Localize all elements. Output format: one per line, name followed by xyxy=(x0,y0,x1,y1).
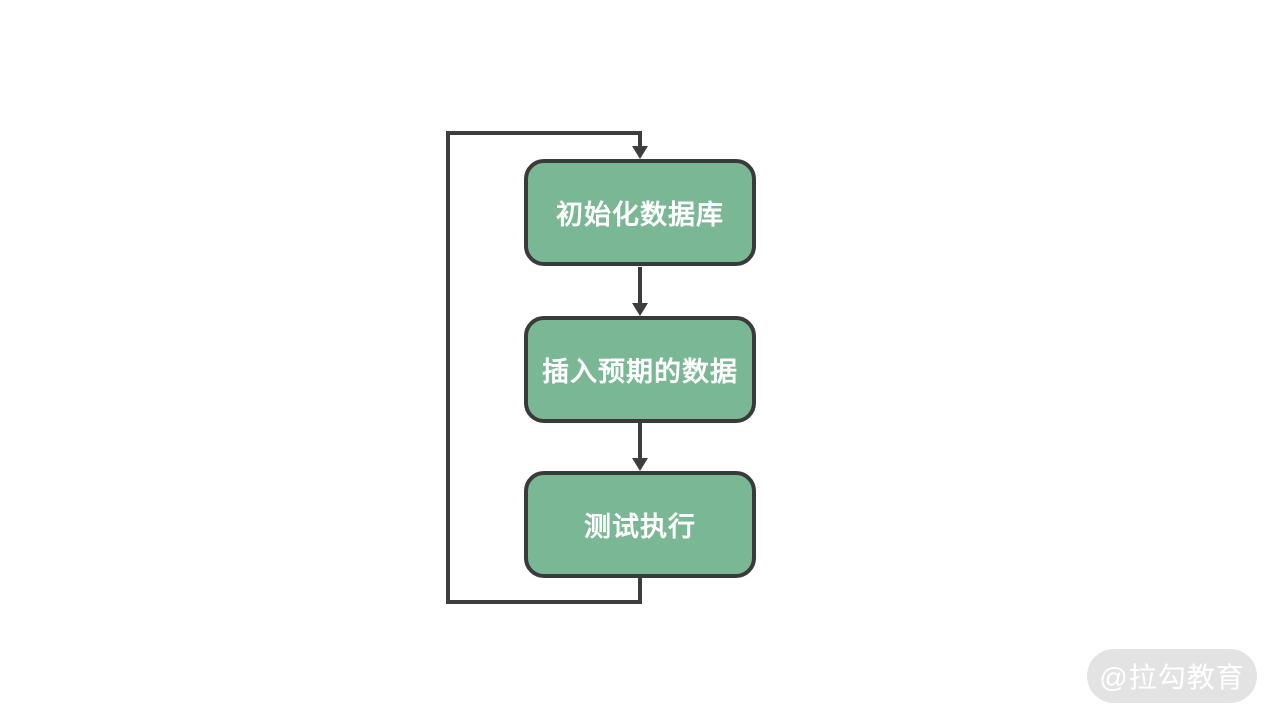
watermark-badge: @拉勾教育 xyxy=(1087,649,1257,703)
flow-node-init-db-label: 初始化数据库 xyxy=(556,200,724,230)
flow-node-insert-expected-data: 插入预期的数据 xyxy=(524,316,756,423)
watermark-text: @拉勾教育 xyxy=(1099,662,1245,693)
connector-node2-node3 xyxy=(632,422,648,471)
arrowhead-into-node-2 xyxy=(632,303,648,316)
flow-node-test-execution-label: 测试执行 xyxy=(584,512,696,542)
flow-node-insert-expected-data-label: 插入预期的数据 xyxy=(542,357,738,387)
connector-node1-node2 xyxy=(632,267,648,316)
flow-node-test-execution: 测试执行 xyxy=(524,471,756,578)
loop-back-connector xyxy=(446,131,648,604)
arrowhead-into-node-1 xyxy=(632,146,648,159)
flow-node-init-db: 初始化数据库 xyxy=(524,159,756,266)
arrowhead-into-node-3 xyxy=(632,458,648,471)
